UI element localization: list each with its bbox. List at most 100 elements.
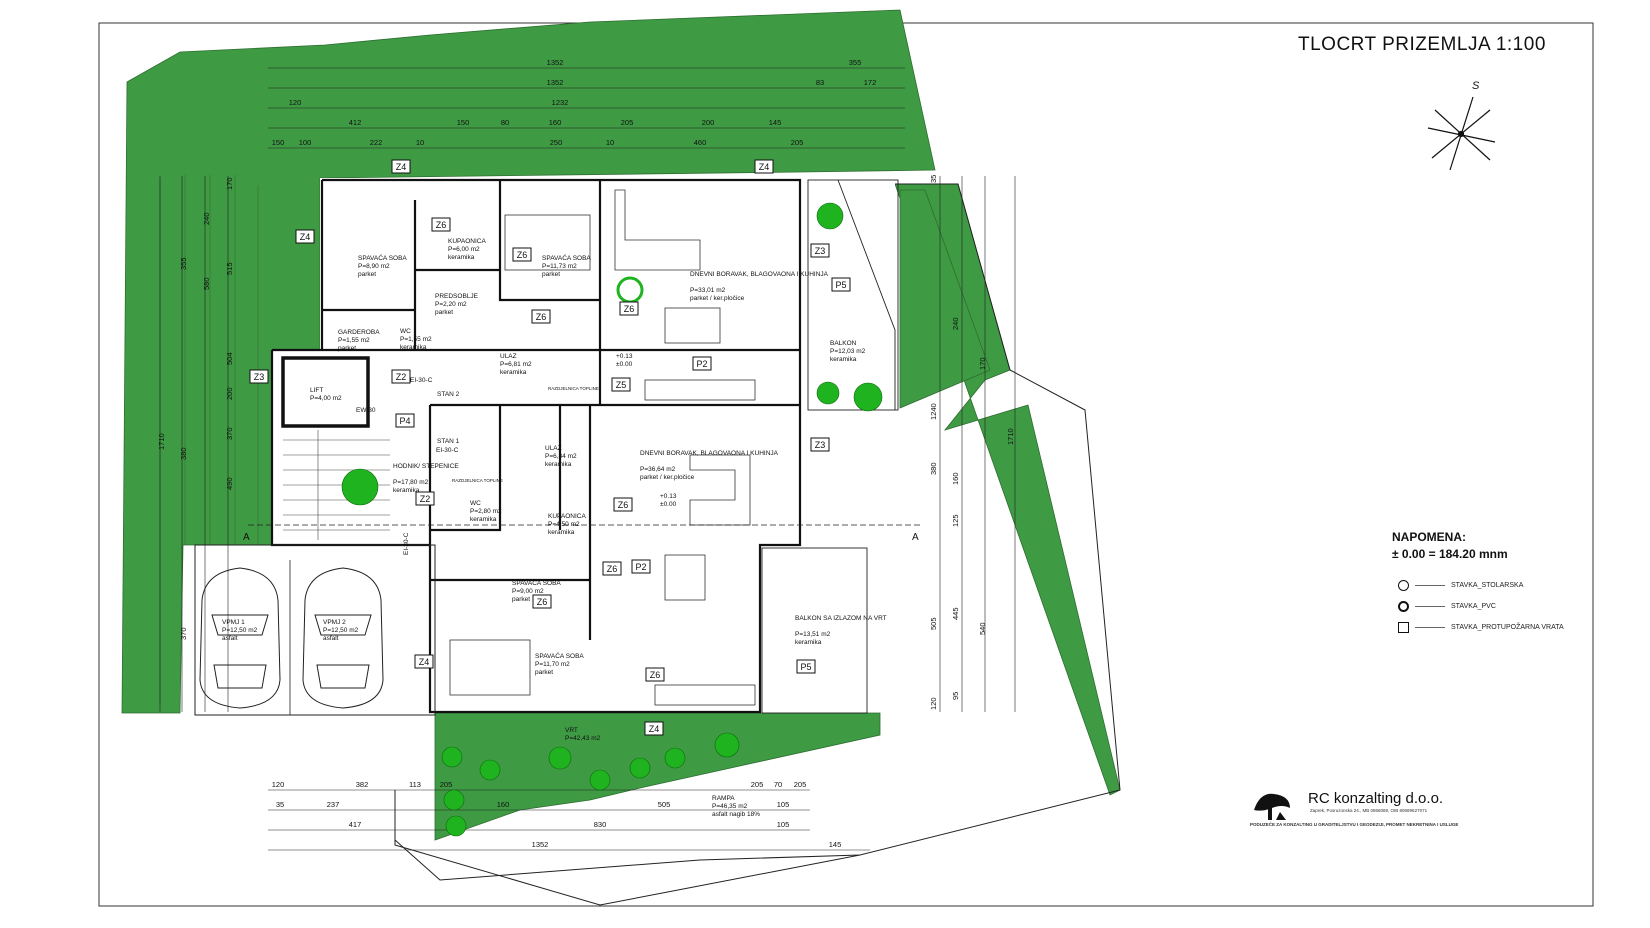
svg-text:Z6: Z6 xyxy=(618,500,629,510)
dim-label: 80 xyxy=(501,118,509,127)
dim-label: 200 xyxy=(702,118,715,127)
dim-label: 105 xyxy=(777,800,790,809)
legend-item-stolarska: STAVKA_STOLARSKA xyxy=(1398,580,1523,591)
svg-text:keramika: keramika xyxy=(548,529,575,536)
tag: Z5 xyxy=(611,377,631,392)
dim-label: 10 xyxy=(416,138,424,147)
tag: Z3 xyxy=(810,243,830,258)
tree xyxy=(341,468,379,506)
dim-label: 1710 xyxy=(157,433,166,450)
svg-text:Z6: Z6 xyxy=(536,312,547,322)
dimension-lines-bottom xyxy=(268,789,870,851)
svg-text:parket: parket xyxy=(435,309,453,316)
tree xyxy=(664,747,686,769)
dim-label: 355 xyxy=(179,257,188,270)
svg-text:EI-30-C: EI-30-C xyxy=(436,447,459,454)
company-logo-icon xyxy=(1254,793,1290,820)
svg-text:P=11,70 m2: P=11,70 m2 xyxy=(535,661,570,668)
svg-text:KUPAONICA: KUPAONICA xyxy=(448,238,486,245)
dim-label: 170 xyxy=(978,357,987,370)
dim-label: 460 xyxy=(694,138,707,147)
svg-text:Z3: Z3 xyxy=(815,246,826,256)
svg-text:SPAVAĆA SOBA: SPAVAĆA SOBA xyxy=(535,651,584,660)
svg-text:RAZDJELNICA TOPLINE: RAZDJELNICA TOPLINE xyxy=(452,478,503,483)
tag: Z6 xyxy=(531,309,551,324)
dim-label: 10 xyxy=(606,138,614,147)
dim-label: 145 xyxy=(769,118,782,127)
dim-label: 240 xyxy=(202,212,211,225)
dim-label: 1352 xyxy=(532,840,549,849)
svg-text:P2: P2 xyxy=(635,562,646,572)
dim-label: 380 xyxy=(929,462,938,475)
svg-text:WC: WC xyxy=(470,500,481,507)
svg-text:Z2: Z2 xyxy=(396,372,407,382)
svg-text:keramika: keramika xyxy=(470,516,497,523)
tree xyxy=(548,746,572,770)
dim-label: 222 xyxy=(370,138,383,147)
svg-text:P=6,00 m2: P=6,00 m2 xyxy=(448,246,480,253)
dim-label: 160 xyxy=(549,118,562,127)
dim-label: 240 xyxy=(951,317,960,330)
tree xyxy=(816,202,844,230)
dim-label: 412 xyxy=(349,118,362,127)
dim-label: 830 xyxy=(594,820,607,829)
dim-label: 95 xyxy=(951,692,960,700)
tree xyxy=(816,381,840,405)
dim-label: 445 xyxy=(951,607,960,620)
svg-text:P=1,55 m2: P=1,55 m2 xyxy=(400,336,432,343)
dining-table-1 xyxy=(664,307,721,344)
dim-label: 205 xyxy=(794,780,807,789)
tag: Z4 xyxy=(414,654,434,669)
dim-label: 370 xyxy=(225,427,234,440)
svg-text:EI-30-C: EI-30-C xyxy=(403,532,410,555)
svg-text:+0.13: +0.13 xyxy=(616,353,633,360)
tag: P2 xyxy=(631,559,651,574)
svg-text:±0.00: ±0.00 xyxy=(660,501,677,508)
svg-text:EW 30: EW 30 xyxy=(356,407,376,414)
svg-text:RAZDJELNICA TOPLINE: RAZDJELNICA TOPLINE xyxy=(548,386,599,391)
site-boundary xyxy=(394,183,1121,881)
company-address: Zaprek, Posruzonska 24., MB 0866089, OIB… xyxy=(1310,808,1428,813)
dim-label: 120 xyxy=(272,780,285,789)
bed-1 xyxy=(504,214,591,271)
dim-label: 505 xyxy=(658,800,671,809)
svg-text:keramika: keramika xyxy=(393,487,420,494)
svg-text:BALKON SA IZLAZOM NA VRT: BALKON SA IZLAZOM NA VRT xyxy=(795,615,887,622)
svg-text:Z6: Z6 xyxy=(537,597,548,607)
dim-label: 205 xyxy=(440,780,453,789)
svg-text:Z6: Z6 xyxy=(650,670,661,680)
circle-bold-icon xyxy=(1398,601,1409,612)
svg-text:keramika: keramika xyxy=(500,369,527,376)
furniture xyxy=(449,189,756,706)
svg-text:BALKON: BALKON xyxy=(830,340,857,347)
svg-text:P=6,84 m2: P=6,84 m2 xyxy=(545,453,577,460)
tag: Z3 xyxy=(810,437,830,452)
stairs xyxy=(283,430,390,540)
dim-label: 150 xyxy=(272,138,285,147)
tag: Z4 xyxy=(644,721,664,736)
trees xyxy=(341,202,883,837)
tag: P5 xyxy=(796,659,816,674)
svg-text:SPAVAĆA SOBA: SPAVAĆA SOBA xyxy=(542,253,591,262)
dim-label: 172 xyxy=(864,78,877,87)
svg-text:Z6: Z6 xyxy=(517,250,528,260)
dim-label: 83 xyxy=(816,78,824,87)
dimension-text-top: 1352 355 1352 83 172 120 1232 412 150 80… xyxy=(272,58,877,147)
svg-text:parket / ker.pločice: parket / ker.pločice xyxy=(690,295,745,302)
dim-label: 205 xyxy=(621,118,634,127)
green-area-east-plot-left xyxy=(899,189,991,409)
svg-text:P=2,80 m2: P=2,80 m2 xyxy=(470,508,502,515)
svg-text:P=17,80 m2: P=17,80 m2 xyxy=(393,479,429,486)
svg-text:P=46,35 m2: P=46,35 m2 xyxy=(712,803,748,810)
